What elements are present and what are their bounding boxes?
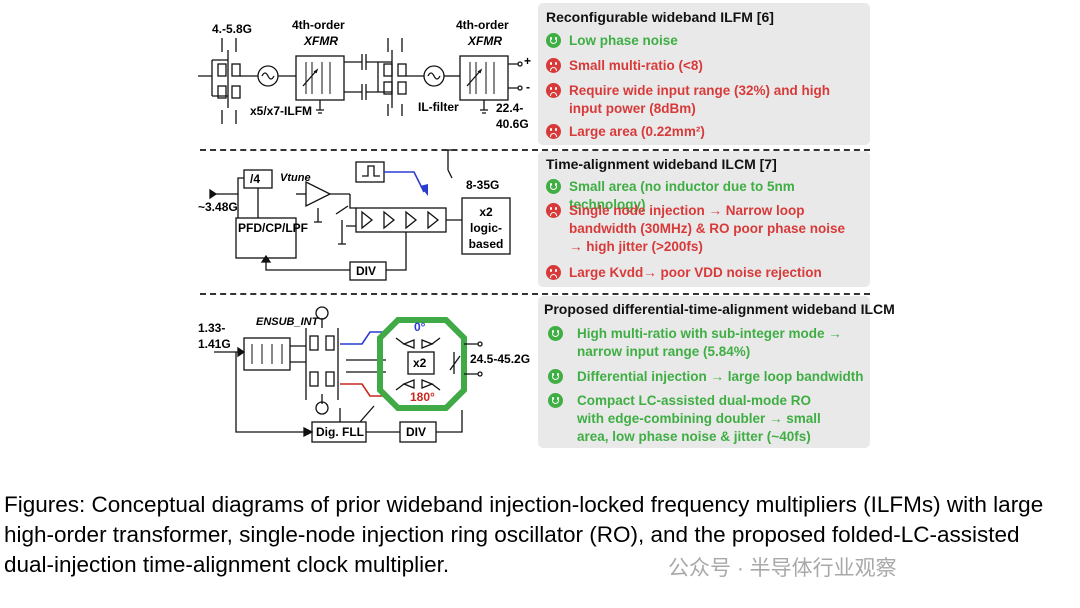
frown-icon (546, 124, 561, 139)
d1-xfmr-order-2: 4th-order (456, 18, 509, 32)
con-item: Large area (0.22mm²) (546, 123, 859, 141)
d2-vtune: Vtune (280, 172, 311, 184)
panel-title: Proposed differential-time-alignment wid… (544, 301, 895, 317)
panel-title: Reconfigurable wideband ILFM [6] (546, 9, 774, 25)
smiley-icon (546, 33, 561, 48)
d3-en-label: ENSUB_INT (256, 316, 319, 328)
smiley-icon (546, 179, 561, 194)
d1-xfmr-2: XFMR (468, 34, 502, 48)
d1-filter-label: IL-filter (418, 100, 459, 114)
con-item: Single node injection → Narrow loop band… (546, 202, 861, 256)
d3-x2: x2 (413, 356, 427, 370)
d3-phase-0: 0° (414, 320, 426, 334)
d1-input-freq: 4.-5.8G (212, 22, 253, 36)
d1-minus: - (526, 80, 530, 94)
smiley-icon (548, 393, 563, 408)
d2-div: DIV (356, 264, 377, 278)
circuit-diagrams (198, 38, 523, 443)
separator-1 (200, 149, 870, 151)
con-item: Large Kvdd→ poor VDD noise rejection (546, 264, 869, 282)
d2-doubler: x2 logic-based (468, 205, 504, 251)
frown-icon (546, 83, 561, 98)
frown-icon (546, 58, 561, 73)
d2-pfd: PFD/CP/LPF (238, 221, 309, 235)
panel-proposed: Proposed differential-time-alignment wid… (538, 296, 895, 448)
d1-plus: + (524, 54, 532, 68)
d2-input-freq: ~3.48G (198, 200, 238, 214)
d3-output-freq: 24.5-45.2G (470, 352, 531, 366)
d2-output-freq: 8-35G (466, 178, 500, 192)
pro-item: Compact LC-assisted dual-mode RO with ed… (548, 392, 839, 446)
pro-item: Low phase noise (546, 32, 859, 50)
panel-title: Time-alignment wideband ILCM [7] (546, 156, 777, 172)
d2-divider: /4 (250, 172, 261, 186)
diagram-ilcm (209, 149, 511, 281)
d1-xfmr-1: XFMR (304, 34, 338, 48)
d1-ilfm-label: x5/x7-ILFM (250, 104, 313, 118)
d1-output-freq: 22.4-40.6G (496, 101, 529, 131)
watermark: 公众号 · 半导体行业观察 (668, 557, 897, 580)
diagram-ilfm (198, 38, 523, 124)
separator-2 (200, 293, 870, 295)
diagram-proposed (214, 306, 483, 443)
d3-phase-180: 180° (410, 390, 435, 404)
pro-item: High multi-ratio with sub-integer mode →… (548, 325, 847, 361)
con-item: Small multi-ratio (<8) (546, 57, 859, 75)
frown-icon (546, 265, 561, 280)
figure-caption: Figures: Conceptual diagrams of prior wi… (4, 492, 1044, 577)
pro-item: Differential injection → large loop band… (548, 368, 867, 386)
pro-item: Small area (no inductor due to 5nm techn… (546, 178, 869, 214)
con-item: Require wide input range (32%) and high … (546, 82, 865, 118)
smiley-icon (548, 326, 563, 341)
d1-xfmr-order-1: 4th-order (292, 18, 345, 32)
d3-fll: Dig. FLL (316, 425, 364, 439)
panel-ilfm: Reconfigurable wideband ILFM [6] Low pha… (538, 3, 870, 145)
d3-input-freq: 1.33-1.41G (198, 321, 231, 351)
frown-icon (546, 203, 561, 218)
smiley-icon (548, 369, 563, 384)
panel-ilcm: Time-alignment wideband ILCM [7] Small a… (538, 151, 870, 287)
d3-div: DIV (406, 425, 427, 439)
